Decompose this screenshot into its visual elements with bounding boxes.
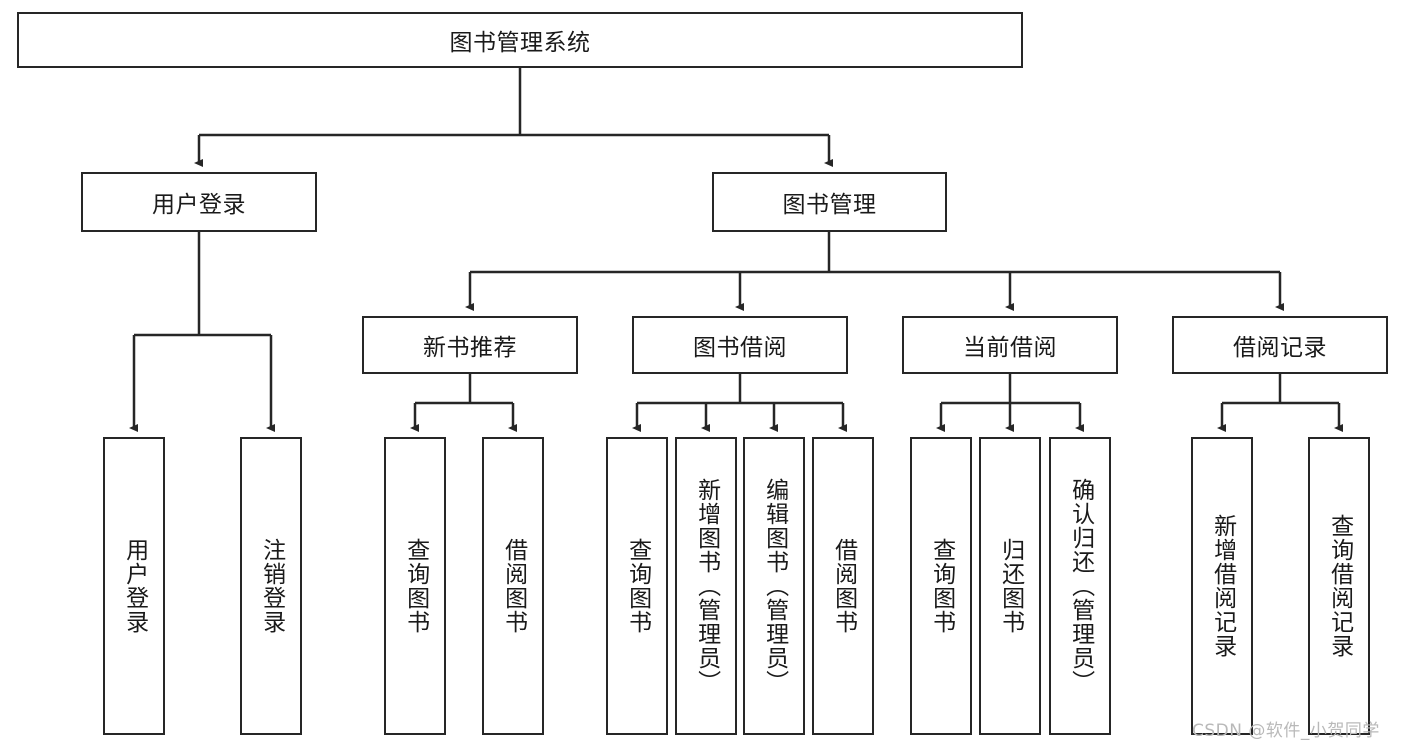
node-leaf-query-book-2[interactable]: 查询图书 — [606, 437, 668, 735]
node-leaf-borrow-book-2[interactable]: 借阅图书 — [812, 437, 874, 735]
node-user-login[interactable]: 用户登录 — [81, 172, 317, 232]
node-label: 用户登录 — [121, 538, 148, 634]
node-label: 借阅记录 — [1233, 335, 1327, 361]
node-label: 用户登录 — [152, 192, 246, 218]
node-leaf-add-book[interactable]: 新增图书（管理员） — [675, 437, 737, 735]
node-new-book-recommend[interactable]: 新书推荐 — [362, 316, 578, 374]
node-book-manage[interactable]: 图书管理 — [712, 172, 947, 232]
node-root-book-management-system[interactable]: 图书管理系统 — [17, 12, 1023, 68]
node-leaf-user-login[interactable]: 用户登录 — [103, 437, 165, 735]
node-leaf-borrow-book-1[interactable]: 借阅图书 — [482, 437, 544, 735]
node-label: 查询图书 — [928, 538, 955, 634]
node-book-borrow[interactable]: 图书借阅 — [632, 316, 848, 374]
csdn-watermark: CSDN @软件_小贺同学 — [1192, 721, 1380, 741]
node-label: 注销登录 — [258, 538, 285, 634]
node-leaf-add-record[interactable]: 新增借阅记录 — [1191, 437, 1253, 735]
node-label: 图书借阅 — [693, 335, 787, 361]
node-label: 编辑图书（管理员） — [761, 478, 788, 694]
node-label: 查询图书 — [402, 538, 429, 634]
node-leaf-logout-login[interactable]: 注销登录 — [240, 437, 302, 735]
node-leaf-return-book[interactable]: 归还图书 — [979, 437, 1041, 735]
node-label: 新书推荐 — [423, 335, 517, 361]
node-label: 新增借阅记录 — [1209, 514, 1236, 658]
node-label: 当前借阅 — [963, 335, 1057, 361]
node-label: 借阅图书 — [500, 538, 527, 634]
node-label: 查询图书 — [624, 538, 651, 634]
node-leaf-query-record[interactable]: 查询借阅记录 — [1308, 437, 1370, 735]
node-leaf-edit-book[interactable]: 编辑图书（管理员） — [743, 437, 805, 735]
node-leaf-query-book-1[interactable]: 查询图书 — [384, 437, 446, 735]
node-borrow-record[interactable]: 借阅记录 — [1172, 316, 1388, 374]
node-label: 查询借阅记录 — [1326, 514, 1353, 658]
node-label: 新增图书（管理员） — [693, 478, 720, 694]
node-current-borrow[interactable]: 当前借阅 — [902, 316, 1118, 374]
node-label: 归还图书 — [997, 538, 1024, 634]
node-label: 借阅图书 — [830, 538, 857, 634]
node-label: 图书管理 — [782, 192, 877, 218]
node-label: 图书管理系统 — [449, 30, 591, 56]
node-leaf-confirm-return[interactable]: 确认归还（管理员） — [1049, 437, 1111, 735]
node-leaf-query-book-3[interactable]: 查询图书 — [910, 437, 972, 735]
node-label: 确认归还（管理员） — [1067, 478, 1094, 694]
